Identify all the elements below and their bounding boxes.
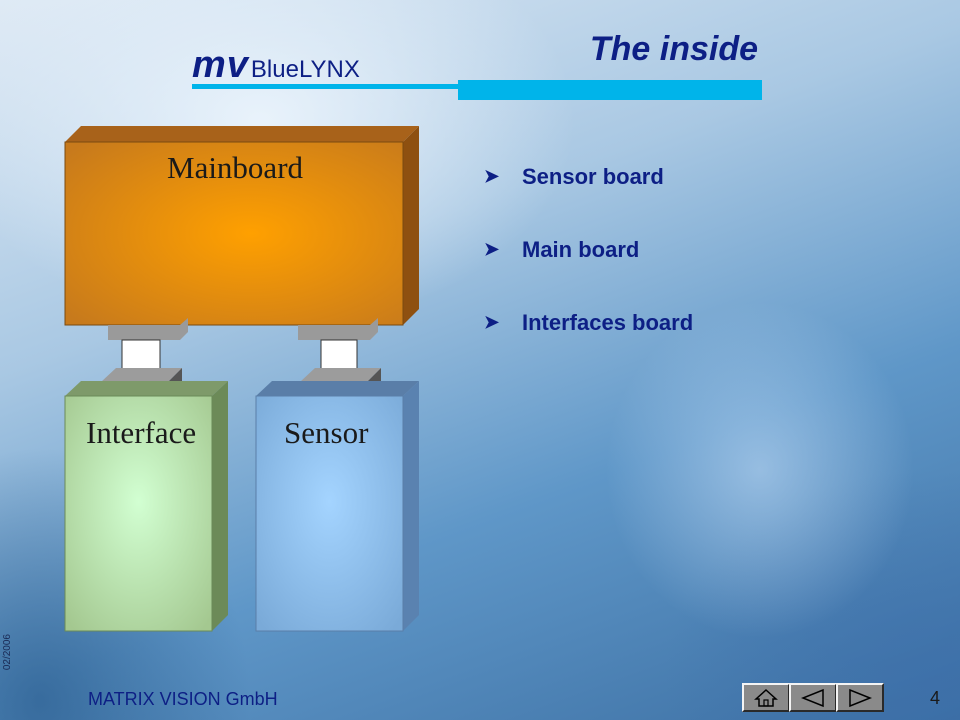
title-rule-thin xyxy=(192,84,458,89)
interface-side-face xyxy=(212,381,228,631)
mainboard-side-face xyxy=(403,126,419,325)
bullet-list: ➤ Sensor board ➤ Main board ➤ Interfaces… xyxy=(484,140,693,359)
footer-company: MATRIX VISION GmbH xyxy=(88,689,278,709)
logo-prefix: mv xyxy=(192,44,249,86)
bullet-item: ➤ Main board xyxy=(484,213,693,286)
bullet-text: Main board xyxy=(522,236,640,262)
connector-left-socket-bottom-top xyxy=(101,368,182,382)
arrow-bullet-icon: ➤ xyxy=(484,312,500,332)
bullet-text: Interfaces board xyxy=(522,309,694,335)
home-icon xyxy=(754,688,778,707)
page-number: 4 xyxy=(930,688,941,708)
title-rule-thick xyxy=(458,80,762,100)
bullet-item: ➤ Interfaces board xyxy=(484,286,693,359)
arrow-bullet-icon: ➤ xyxy=(484,239,500,259)
slide-title: The inside xyxy=(589,30,758,68)
bullet-text: Sensor board xyxy=(522,163,664,189)
mainboard-label: Mainboard xyxy=(167,150,304,185)
connector-left-socket-top xyxy=(108,318,188,340)
interface-top-face xyxy=(65,381,228,396)
footer-date: 02/2006 xyxy=(2,634,13,671)
mainboard-block xyxy=(64,126,419,326)
sensor-side-face xyxy=(403,381,419,631)
arrow-bullet-icon: ➤ xyxy=(484,166,500,186)
connector-right-socket-top xyxy=(298,318,378,340)
triangle-left-icon xyxy=(800,688,824,707)
mainboard-front-face xyxy=(64,141,404,326)
triangle-right-icon xyxy=(849,688,873,707)
nav-previous-button[interactable] xyxy=(789,683,837,712)
logo-name: BlueLYNX xyxy=(250,56,360,83)
interface-block xyxy=(64,381,228,632)
brand-logo: mvBlueLYNX xyxy=(192,44,360,87)
slide-nav-bar xyxy=(742,683,884,712)
sensor-label: Sensor xyxy=(284,415,369,450)
sensor-block xyxy=(255,381,419,632)
nav-home-button[interactable] xyxy=(742,683,790,712)
mainboard-top-face xyxy=(65,126,419,142)
sensor-front-face xyxy=(255,395,404,632)
interface-front-face xyxy=(64,395,213,632)
bullet-item: ➤ Sensor board xyxy=(484,140,693,213)
sensor-top-face xyxy=(256,381,419,396)
interface-label: Interface xyxy=(86,415,197,450)
connector-right-socket-bottom-top xyxy=(300,368,381,382)
nav-next-button[interactable] xyxy=(836,683,884,712)
